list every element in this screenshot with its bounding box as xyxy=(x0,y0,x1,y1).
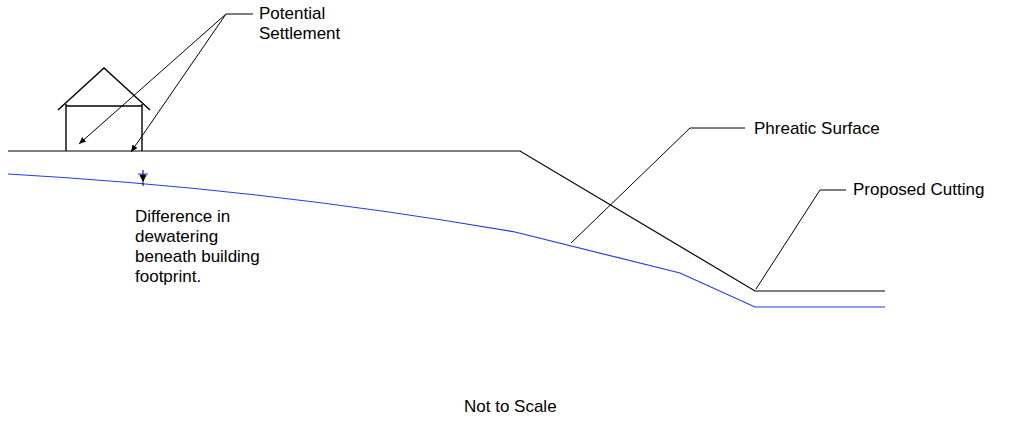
house xyxy=(58,68,150,151)
callout-label: Potential Settlement xyxy=(259,4,354,44)
leader-lines xyxy=(79,14,846,289)
scale-note: Not to Scale xyxy=(464,397,557,417)
callout-label: Phreatic Surface xyxy=(754,119,880,139)
note-label: Difference in dewatering beneath buildin… xyxy=(135,207,275,287)
difference-marker xyxy=(138,170,148,186)
callout-label: Proposed Cutting xyxy=(853,180,984,200)
phreatic-line xyxy=(8,174,885,307)
